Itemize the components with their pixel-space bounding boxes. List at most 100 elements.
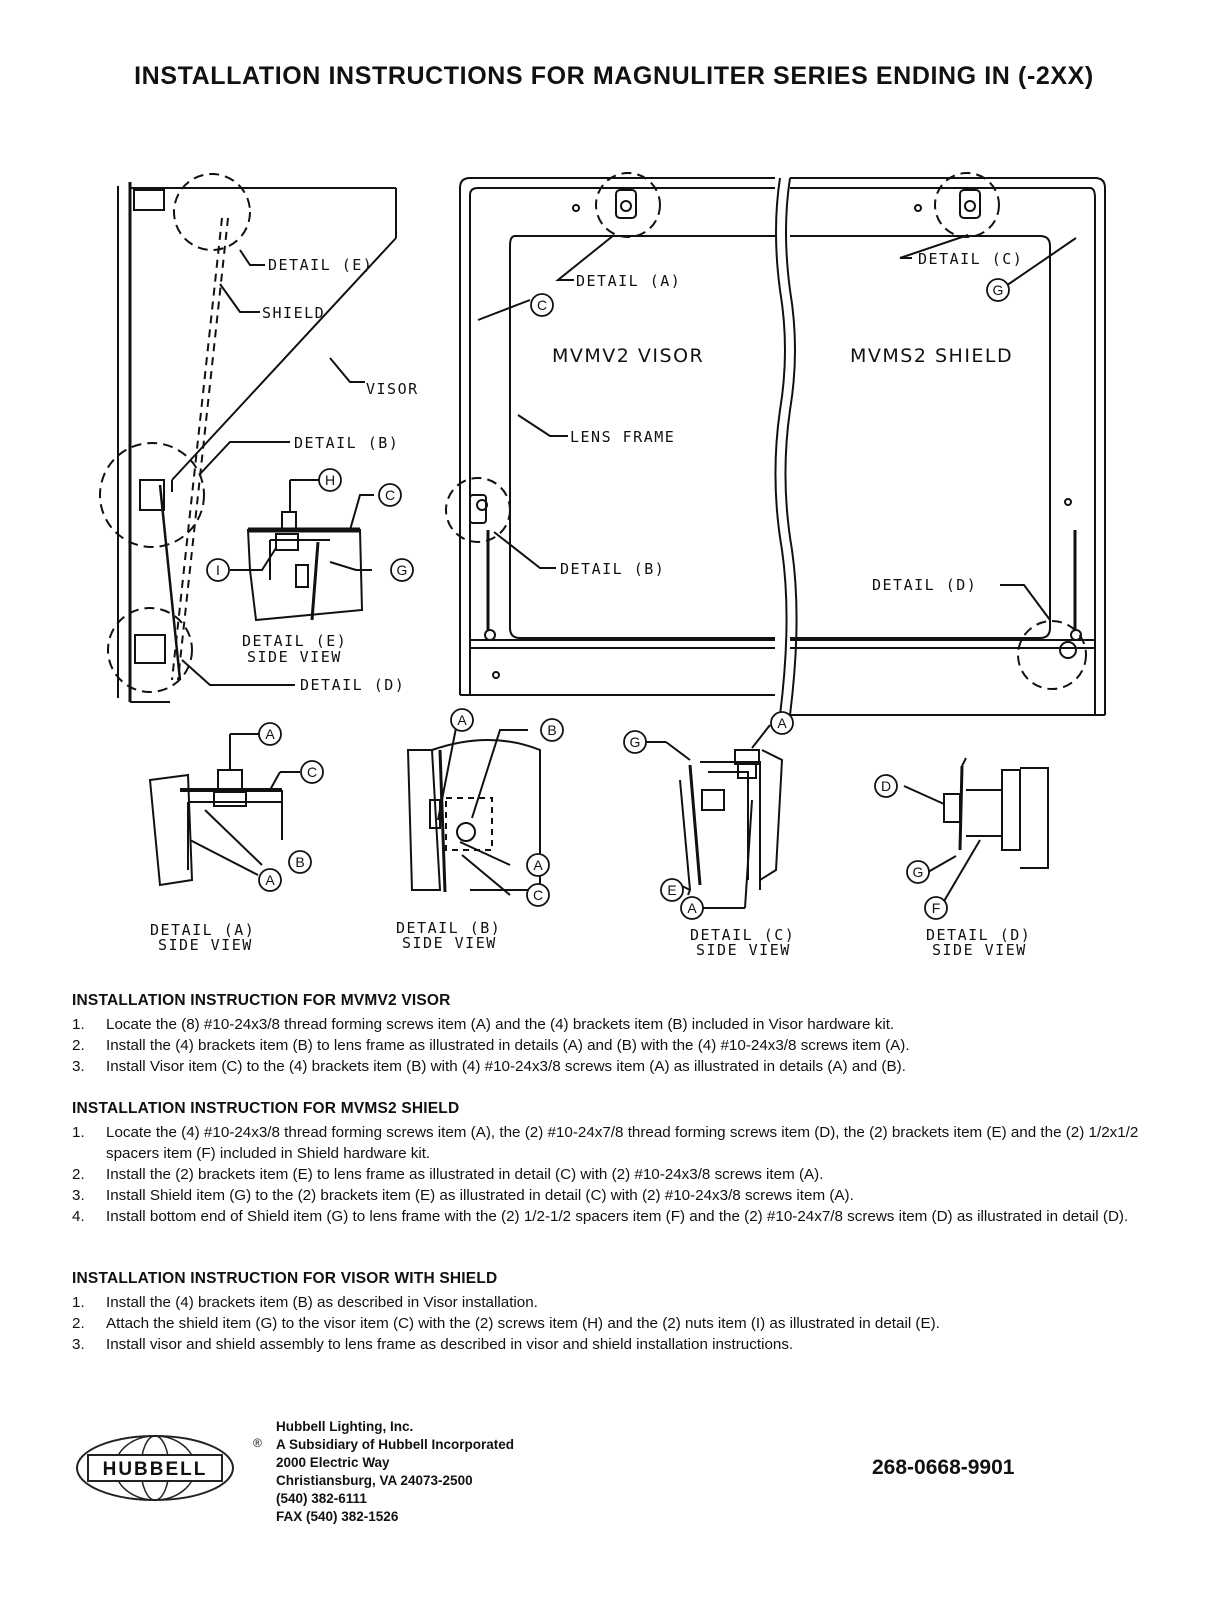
label-detail-c: DETAIL (C) bbox=[918, 250, 1023, 268]
item-callout-letter: D bbox=[881, 778, 891, 794]
item-callout-letter: C bbox=[307, 764, 317, 780]
item-callout-letter: G bbox=[630, 734, 641, 750]
item-callout-circle bbox=[526, 853, 550, 877]
label-visor: VISOR bbox=[366, 380, 419, 398]
item-callout-letter: B bbox=[295, 854, 304, 870]
item-callout-circle bbox=[206, 558, 230, 582]
caption-detail-d: DETAIL (D) bbox=[926, 926, 1031, 944]
item-callout-letter: B bbox=[547, 722, 556, 738]
registered-mark: ® bbox=[253, 1436, 262, 1450]
hubbell-logo: HUBBELL bbox=[76, 1435, 234, 1501]
address-line: A Subsidiary of Hubbell Incorporated bbox=[276, 1437, 515, 1452]
label-detail-b-panel: DETAIL (B) bbox=[560, 560, 665, 578]
item-callout-circle bbox=[530, 293, 554, 317]
list-item: 1.Locate the (8) #10-24x3/8 thread formi… bbox=[72, 1016, 895, 1033]
label-shield: SHIELD bbox=[262, 304, 325, 322]
address-line: FAX (540) 382-1526 bbox=[276, 1509, 399, 1524]
label-detail-e: DETAIL (E) bbox=[268, 256, 373, 274]
page-title: INSTALLATION INSTRUCTIONS FOR MAGNULITER… bbox=[134, 62, 1094, 90]
list-item: 2.Install the (4) brackets item (B) to l… bbox=[72, 1037, 910, 1054]
item-callout-circle bbox=[288, 850, 312, 874]
label-detail-d-left: DETAIL (D) bbox=[300, 676, 405, 694]
list-item: 3.Install Shield item (G) to the (2) bra… bbox=[72, 1187, 854, 1204]
shield-instructions: INSTALLATION INSTRUCTION FOR MVMS2 SHIEL… bbox=[72, 1100, 1172, 1227]
item-callout-letter: F bbox=[932, 900, 941, 916]
document-number: 268-0668-9901 bbox=[872, 1456, 1015, 1479]
visor-line bbox=[171, 237, 397, 481]
item-callout-circle bbox=[540, 718, 564, 742]
caption-detail-b: DETAIL (B) bbox=[396, 919, 501, 937]
caption-detail-b-side: SIDE VIEW bbox=[402, 934, 497, 952]
address-line: Christiansburg, VA 24073-2500 bbox=[276, 1473, 473, 1488]
section-heading: INSTALLATION INSTRUCTION FOR MVMS2 SHIEL… bbox=[72, 1100, 460, 1117]
item-callout-circle bbox=[924, 896, 948, 920]
company-address: Hubbell Lighting, Inc. A Subsidiary of H… bbox=[276, 1418, 514, 1526]
list-item: 3.Install visor and shield assembly to l… bbox=[72, 1336, 794, 1353]
item-callout-letter: C bbox=[385, 487, 395, 503]
detail-captions: DETAIL (A) SIDE VIEW DETAIL (B) SIDE VIE… bbox=[150, 919, 1031, 959]
item-callout-circle bbox=[660, 878, 684, 902]
item-callout-circle bbox=[378, 483, 402, 507]
item-callout-letter: A bbox=[457, 712, 467, 728]
label-lens-frame: LENS FRAME bbox=[570, 428, 675, 446]
caption-detail-c: DETAIL (C) bbox=[690, 926, 795, 944]
item-callout-letter: C bbox=[537, 297, 547, 313]
caption-detail-c-side: SIDE VIEW bbox=[696, 941, 791, 959]
item-callout-letter: C bbox=[533, 887, 543, 903]
instruction-list: 1.Locate the (4) #10-24x3/8 thread formi… bbox=[72, 1122, 1172, 1227]
visor-with-shield-instructions: INSTALLATION INSTRUCTION FOR VISOR WITH … bbox=[72, 1270, 1172, 1355]
list-item: 2.Install the (2) brackets item (E) to l… bbox=[72, 1166, 824, 1183]
item-callout-letter: G bbox=[993, 282, 1004, 298]
detail-a-side-view bbox=[148, 733, 300, 887]
item-callout-letter: G bbox=[913, 864, 924, 880]
item-callout-circle bbox=[450, 708, 474, 732]
item-callout-letter: A bbox=[533, 857, 543, 873]
item-callout-letter: A bbox=[265, 726, 275, 742]
detail-e-side-view: DETAIL (E) SIDE VIEW bbox=[230, 479, 374, 666]
item-callout-circle bbox=[623, 730, 647, 754]
item-callout-letter: I bbox=[216, 562, 220, 578]
logo-text: HUBBELL bbox=[103, 1459, 208, 1480]
label-mvmv2-visor: MVMV2 VISOR bbox=[552, 345, 704, 367]
item-callout-letter: H bbox=[325, 472, 335, 488]
item-callout-circle bbox=[526, 883, 550, 907]
list-item: 1.Locate the (4) #10-24x3/8 thread formi… bbox=[72, 1124, 1139, 1162]
detail-d-callout-circle bbox=[107, 607, 193, 693]
detail-b-callout-circle bbox=[99, 442, 205, 548]
item-callout-circle bbox=[390, 558, 414, 582]
visor-instructions: INSTALLATION INSTRUCTION FOR MVMV2 VISOR… bbox=[72, 992, 1172, 1077]
label-detail-d-panel: DETAIL (D) bbox=[872, 576, 977, 594]
item-callout-circle bbox=[258, 722, 282, 746]
caption-detail-a-side: SIDE VIEW bbox=[158, 936, 253, 954]
installation-diagram: DETAIL (E) SHIELD VISOR DETAIL (B) DETAI… bbox=[99, 172, 1106, 959]
item-callout-circle bbox=[906, 860, 930, 884]
item-callout-letter: A bbox=[265, 872, 275, 888]
item-callout-circle bbox=[680, 896, 704, 920]
list-item: 4.Install bottom end of Shield item (G) … bbox=[72, 1208, 1129, 1225]
list-item: 2.Attach the shield item (G) to the viso… bbox=[72, 1315, 940, 1332]
item-callout-letter: E bbox=[667, 882, 676, 898]
label-detail-e-side-view: SIDE VIEW bbox=[247, 648, 342, 666]
instruction-list: 1.Install the (4) brackets item (B) as d… bbox=[72, 1292, 1172, 1355]
label-mvms2-shield: MVMS2 SHIELD bbox=[850, 345, 1013, 367]
detail-c-side-view bbox=[640, 724, 784, 909]
item-callout-circle bbox=[986, 278, 1010, 302]
item-callout-letter: A bbox=[777, 715, 787, 731]
item-callout-circle bbox=[300, 760, 324, 784]
item-callout-circle bbox=[318, 468, 342, 492]
section-heading: INSTALLATION INSTRUCTION FOR VISOR WITH … bbox=[72, 1270, 498, 1287]
caption-detail-d-side: SIDE VIEW bbox=[932, 941, 1027, 959]
label-detail-a: DETAIL (A) bbox=[576, 272, 681, 290]
item-callout-letter: A bbox=[687, 900, 697, 916]
item-callout-circle bbox=[874, 774, 898, 798]
instruction-list: 1.Locate the (8) #10-24x3/8 thread formi… bbox=[72, 1014, 1172, 1077]
side-elevation-view: DETAIL (E) SHIELD VISOR DETAIL (B) DETAI… bbox=[99, 173, 419, 703]
address-line: 2000 Electric Way bbox=[276, 1455, 390, 1470]
address-line: (540) 382-6111 bbox=[276, 1491, 367, 1506]
caption-detail-a: DETAIL (A) bbox=[150, 921, 255, 939]
item-callout-circle bbox=[770, 711, 794, 735]
front-view-panel: DETAIL (A) DETAIL (C) MVMV2 VISOR MVMS2 … bbox=[445, 172, 1106, 716]
detail-d-side-view bbox=[903, 757, 1049, 909]
list-item: 1.Install the (4) brackets item (B) as d… bbox=[72, 1294, 538, 1311]
